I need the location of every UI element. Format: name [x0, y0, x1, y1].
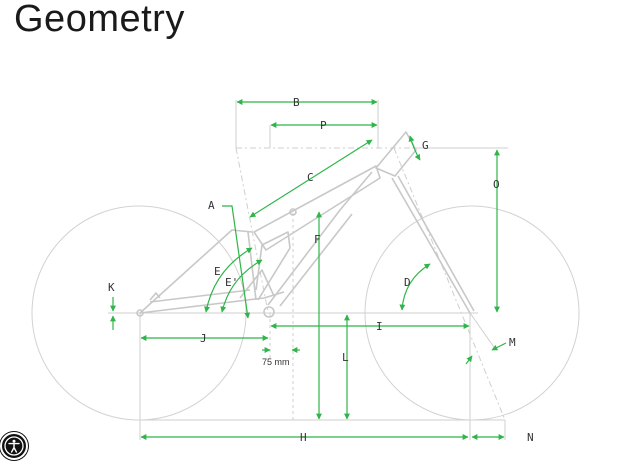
label-h: H	[300, 431, 307, 444]
dim-arrow-m	[491, 342, 507, 351]
accessibility-button[interactable]	[0, 432, 28, 460]
front-wheel	[364, 205, 580, 421]
label-i: I	[376, 320, 383, 333]
label-l: L	[342, 351, 349, 364]
dim-arrow-e2	[220, 259, 263, 313]
label-b: B	[293, 96, 300, 109]
label-g: G	[422, 139, 429, 152]
label-f: F	[314, 233, 321, 246]
label-m: M	[509, 336, 516, 349]
page-title: Geometry	[14, 0, 185, 40]
dimension-labels: B P G O C A F E E' D K I J M L 75 mm H N	[108, 96, 534, 444]
label-a: A	[208, 199, 215, 212]
label-c: C	[307, 171, 314, 184]
dim-arrow-c	[249, 139, 373, 218]
dimension-arrows	[110, 99, 507, 440]
label-k: K	[108, 281, 115, 294]
accessibility-icon	[4, 436, 24, 456]
label-75mm: 75 mm	[262, 357, 290, 367]
label-n: N	[527, 431, 534, 444]
label-o: O	[493, 178, 500, 191]
dim-arrow-d	[399, 263, 431, 311]
label-e2: E'	[225, 276, 238, 289]
dim-arrow-g	[408, 135, 421, 161]
label-j: J	[200, 332, 207, 345]
label-e: E	[214, 265, 221, 278]
dim-arrow-m2	[465, 355, 473, 365]
label-d: D	[404, 276, 411, 289]
label-p: P	[320, 119, 327, 132]
bike-frame	[136, 131, 475, 318]
